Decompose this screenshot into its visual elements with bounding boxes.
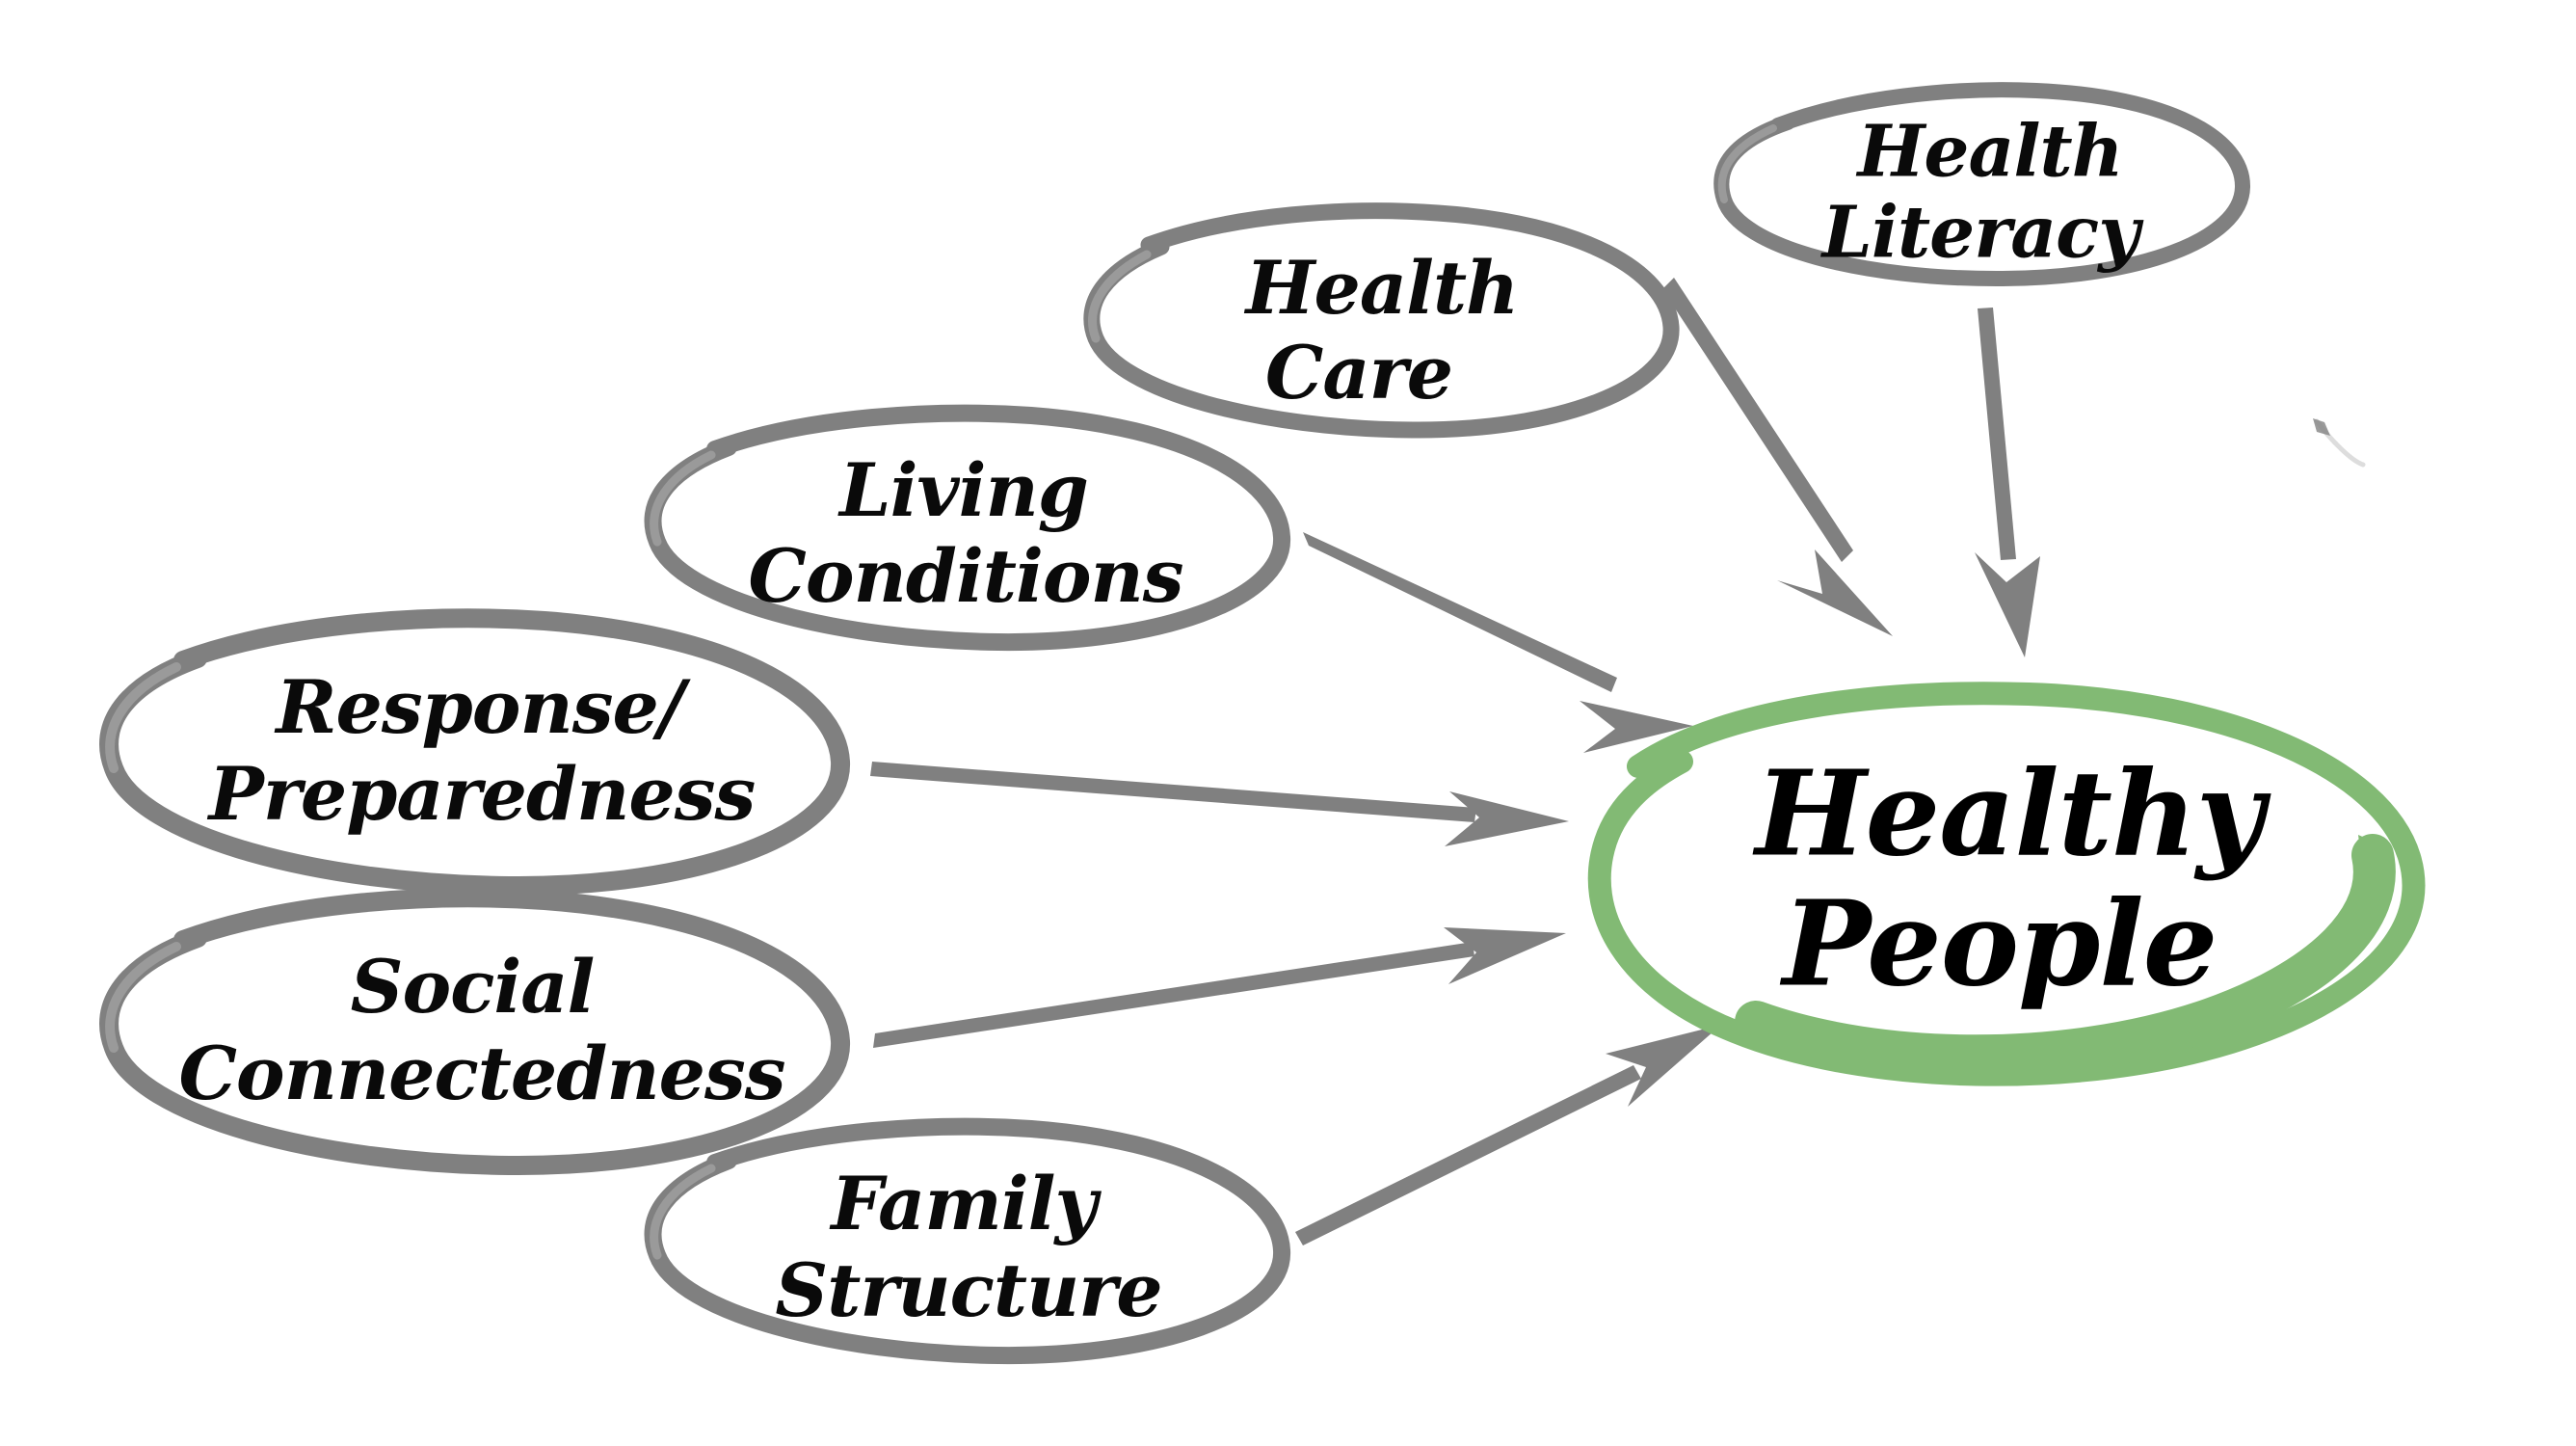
edge-health-literacy-arrowhead [1975,552,2040,657]
edge-health-care-shaft [1662,278,1853,562]
node-health-literacy[interactable]: Health Literacy [1713,82,2251,287]
edge-health-care [1662,278,1893,636]
node-living-conditions-outline-tail [650,450,716,547]
edge-family-structure-shaft [1295,1065,1641,1245]
node-health-literacy-outline [1713,82,2251,287]
node-family-structure-outline [644,1117,1291,1365]
edge-health-literacy-shaft [1978,308,2016,560]
node-family-structure[interactable]: Family Structure [644,1117,1291,1365]
edge-living-conditions-shaft [1303,532,1617,692]
node-healthy-people-outline [1587,682,2426,1086]
stray-pen-mark-nib [2313,418,2330,436]
edge-health-literacy [1975,308,2040,657]
node-healthy-people[interactable]: Healthy People [1587,682,2426,1086]
edge-living-conditions-arrowhead [1580,701,1693,753]
node-health-literacy-outline-tail [1717,124,1777,203]
node-health-care[interactable]: Health Care [1083,202,1680,439]
node-healthy-people-nib [2358,835,2394,873]
node-living-conditions-label-line2: Conditions [748,533,1182,619]
edge-response-preparedness-shaft [870,762,1476,822]
node-social-connectedness[interactable]: Social Connectedness [99,888,850,1176]
node-healthy-people-label-line2: People [1780,874,2217,1013]
node-health-literacy-label-line2: Literacy [1820,192,2144,275]
node-response-preparedness[interactable]: Response/ Preparedness [99,608,850,897]
node-living-conditions[interactable]: Living Conditions [644,404,1291,652]
edge-social-connectedness-arrowhead [1444,927,1566,984]
edge-social-connectedness [873,927,1566,1048]
node-health-literacy-label-line1: Health [1855,111,2122,194]
edge-response-preparedness-arrowhead [1445,791,1569,846]
edge-response-preparedness [870,762,1569,846]
node-living-conditions-outline [644,404,1291,652]
node-health-care-label-line1: Health [1244,245,1519,331]
node-healthy-people-label-line1: Healthy [1752,744,2271,883]
node-health-care-outline-tail [1088,250,1152,343]
node-family-structure-outline-tail [650,1164,716,1260]
node-healthy-people-overshoot [1735,834,2396,1078]
node-social-connectedness-outline [99,888,850,1176]
node-family-structure-label-line1: Family [829,1161,1102,1246]
node-living-conditions-label-line1: Living [837,447,1088,533]
node-response-preparedness-outline [99,608,850,897]
node-social-connectedness-label-line1: Social [351,944,595,1030]
node-response-preparedness-label-line1: Response/ [274,664,691,750]
edge-health-care-arrowhead [1777,549,1893,636]
node-response-preparedness-label-line2: Preparedness [207,751,756,837]
edge-social-connectedness-shaft [873,942,1474,1048]
node-family-structure-label-line2: Structure [775,1247,1161,1333]
node-response-preparedness-outline-tail [105,662,181,773]
edge-living-conditions [1303,532,1693,753]
edge-family-structure [1295,1025,1721,1245]
node-social-connectedness-outline-tail [105,942,181,1053]
edges-group [870,278,2040,1245]
node-social-connectedness-label-line2: Connectedness [178,1031,784,1116]
node-health-care-label-line2: Care [1265,330,1452,415]
edge-family-structure-arrowhead [1606,1025,1721,1107]
